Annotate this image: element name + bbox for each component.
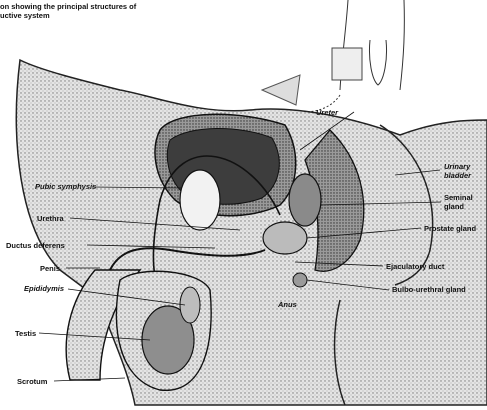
label-urinary-bladder-line2: bladder: [444, 171, 471, 180]
label-seminal-gland-line2: gland: [444, 202, 464, 211]
label-ejaculatory-duct: Ejaculatory duct: [386, 262, 444, 271]
label-bulbo-urethral-gland: Bulbo-urethral gland: [392, 285, 466, 294]
label-seminal-gland-line1: Seminal: [444, 193, 473, 202]
label-urethra: Urethra: [37, 214, 64, 223]
label-penis: Penis: [40, 264, 60, 273]
label-ductus-deferens: Ductus deferens: [6, 241, 65, 250]
label-pubic-symphysis: Pubic symphysis: [35, 182, 96, 191]
seminal-gland-shape: [289, 174, 321, 226]
label-testis: Testis: [15, 329, 36, 338]
bulbo-urethral-shape: [293, 273, 307, 287]
prostate-gland-shape: [263, 222, 307, 254]
label-epididymis: Epididymis: [24, 284, 64, 293]
label-scrotum: Scrotum: [17, 377, 47, 386]
label-anus: Anus: [278, 300, 297, 309]
pubic-bone: [180, 170, 220, 230]
label-prostate-gland: Prostate gland: [424, 224, 476, 233]
inset-figure: [262, 0, 404, 112]
label-urinary-bladder-line1: Urinary: [444, 162, 470, 171]
label-ureter: Ureter: [316, 108, 338, 117]
